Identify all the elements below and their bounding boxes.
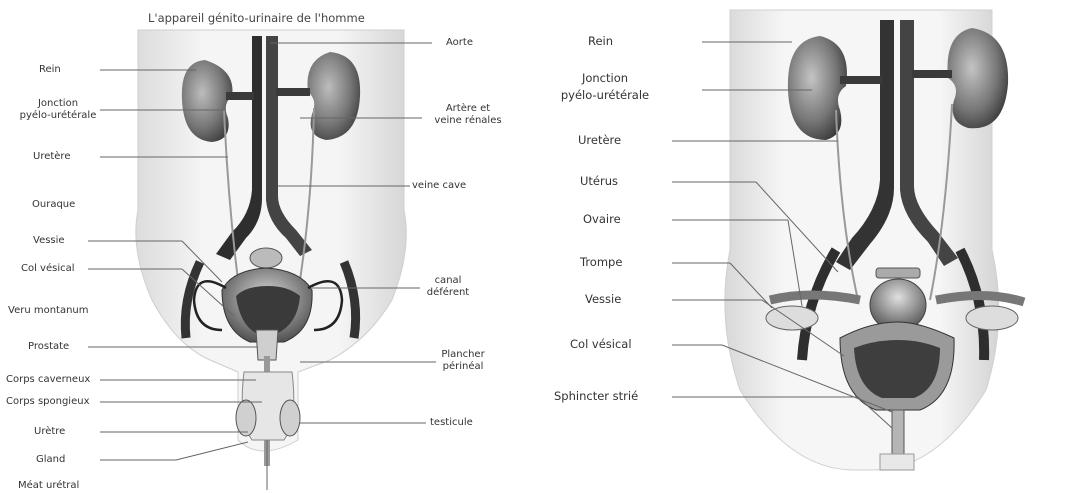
label-ouraque: Ouraque: [32, 199, 75, 211]
label-meat-uretral: Méat urétral: [18, 480, 79, 492]
label-corps-spongieux: Corps spongieux: [6, 396, 90, 408]
label-testicule: testicule: [430, 417, 473, 429]
label-veine-cave: veine cave: [412, 180, 466, 192]
label-uterus: Utérus: [580, 173, 618, 190]
label-corps-caverneux: Corps caverneux: [6, 374, 90, 386]
label-vessie: Vessie: [33, 235, 65, 247]
label-prostate: Prostate: [28, 341, 69, 353]
label-vessie: Vessie: [585, 291, 621, 308]
male-diagram: L'appareil génito-urinaire de l'homme Re…: [0, 0, 540, 493]
label-aorte: Aorte: [446, 37, 473, 49]
label-uretre: Urètre: [34, 426, 65, 438]
label-rein: Rein: [39, 64, 61, 76]
label-uretere: Uretère: [33, 151, 70, 163]
label-sphincter-strie: Sphincter strié: [554, 388, 638, 405]
diagram-title: L'appareil génito-urinaire de l'homme: [148, 11, 365, 25]
label-rein: Rein: [588, 33, 613, 50]
label-ovaire: Ovaire: [583, 211, 621, 228]
label-uretere: Uretère: [578, 132, 621, 149]
label-trompe: Trompe: [580, 254, 622, 271]
label-col-vesical: Col vésical: [570, 336, 632, 353]
label-veru-montanum: Veru montanum: [8, 305, 89, 317]
label-col-vesical: Col vésical: [21, 263, 75, 275]
label-gland: Gland: [36, 454, 65, 466]
